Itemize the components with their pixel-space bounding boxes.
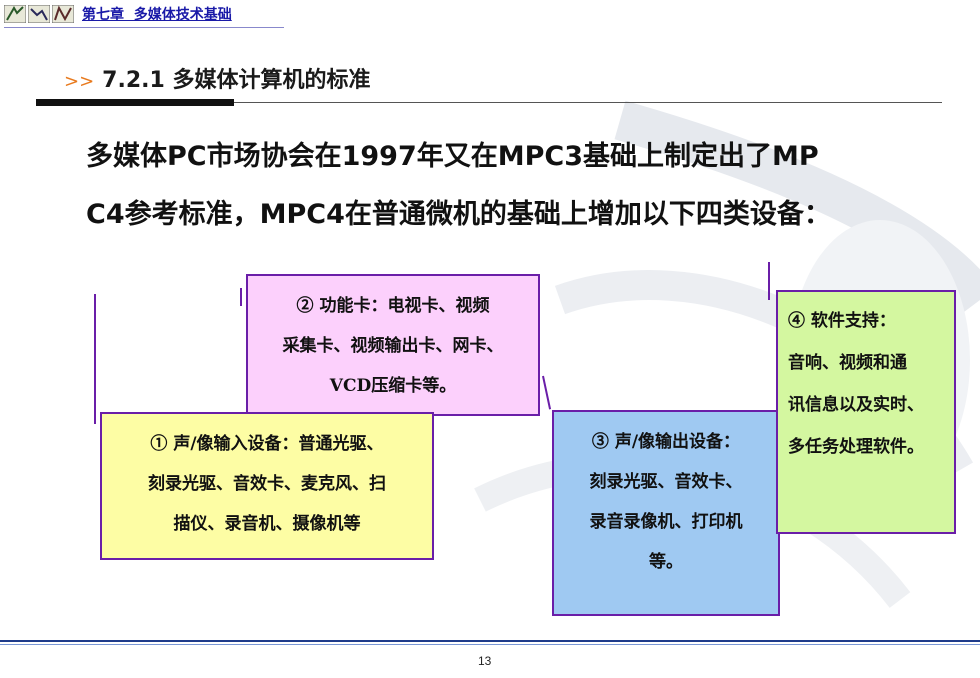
device-box-output-devices: ③ 声/像输出设备： 刻录光驱、音效卡、 录音录像机、打印机 等。 [552,410,780,616]
section-title-row: >> 7.2.1 多媒体计算机的标准 [64,62,370,94]
connector-line-1 [94,294,96,424]
page-number: 13 [478,654,492,668]
title-divider-accent [36,99,234,106]
device-box-function-cards: ② 功能卡：电视卡、视频 采集卡、视频输出卡、网卡、 VCD压缩卡等。 [246,274,540,416]
pen-logo-icon [52,5,74,23]
connector-line-3 [768,262,770,300]
connector-line-2 [240,288,242,306]
chapter-title[interactable]: 第七章 多媒体技术基础 [82,7,232,23]
logo-icons [4,5,74,23]
header-bar: 第七章 多媒体技术基础 [4,2,232,26]
device-box-software-support: ④ 软件支持： 音响、视频和通 讯信息以及实时、 多任务处理软件。 [776,290,956,534]
title-divider [36,102,942,103]
section-arrows-icon: >> [64,71,95,92]
footer-rule [0,640,980,642]
device-box-input-devices: ① 声/像输入设备：普通光驱、 刻录光驱、音效卡、麦克风、扫 描仪、录音机、摄像… [100,412,434,560]
section-title: 7.2.1 多媒体计算机的标准 [102,68,371,93]
footer-rule-light [0,644,980,645]
pen-logo-icon [28,5,50,23]
connector-line-4 [542,375,552,410]
pen-logo-icon [4,5,26,23]
intro-line-1: 多媒体PC市场协会在1997年又在MPC3基础上制定出了MP [86,141,819,172]
intro-line-2: C4参考标准，MPC4在普通微机的基础上增加以下四类设备： [86,199,831,230]
header-underline [4,27,284,28]
intro-paragraph: 多媒体PC市场协会在1997年又在MPC3基础上制定出了MP C4参考标准，MP… [86,128,916,244]
